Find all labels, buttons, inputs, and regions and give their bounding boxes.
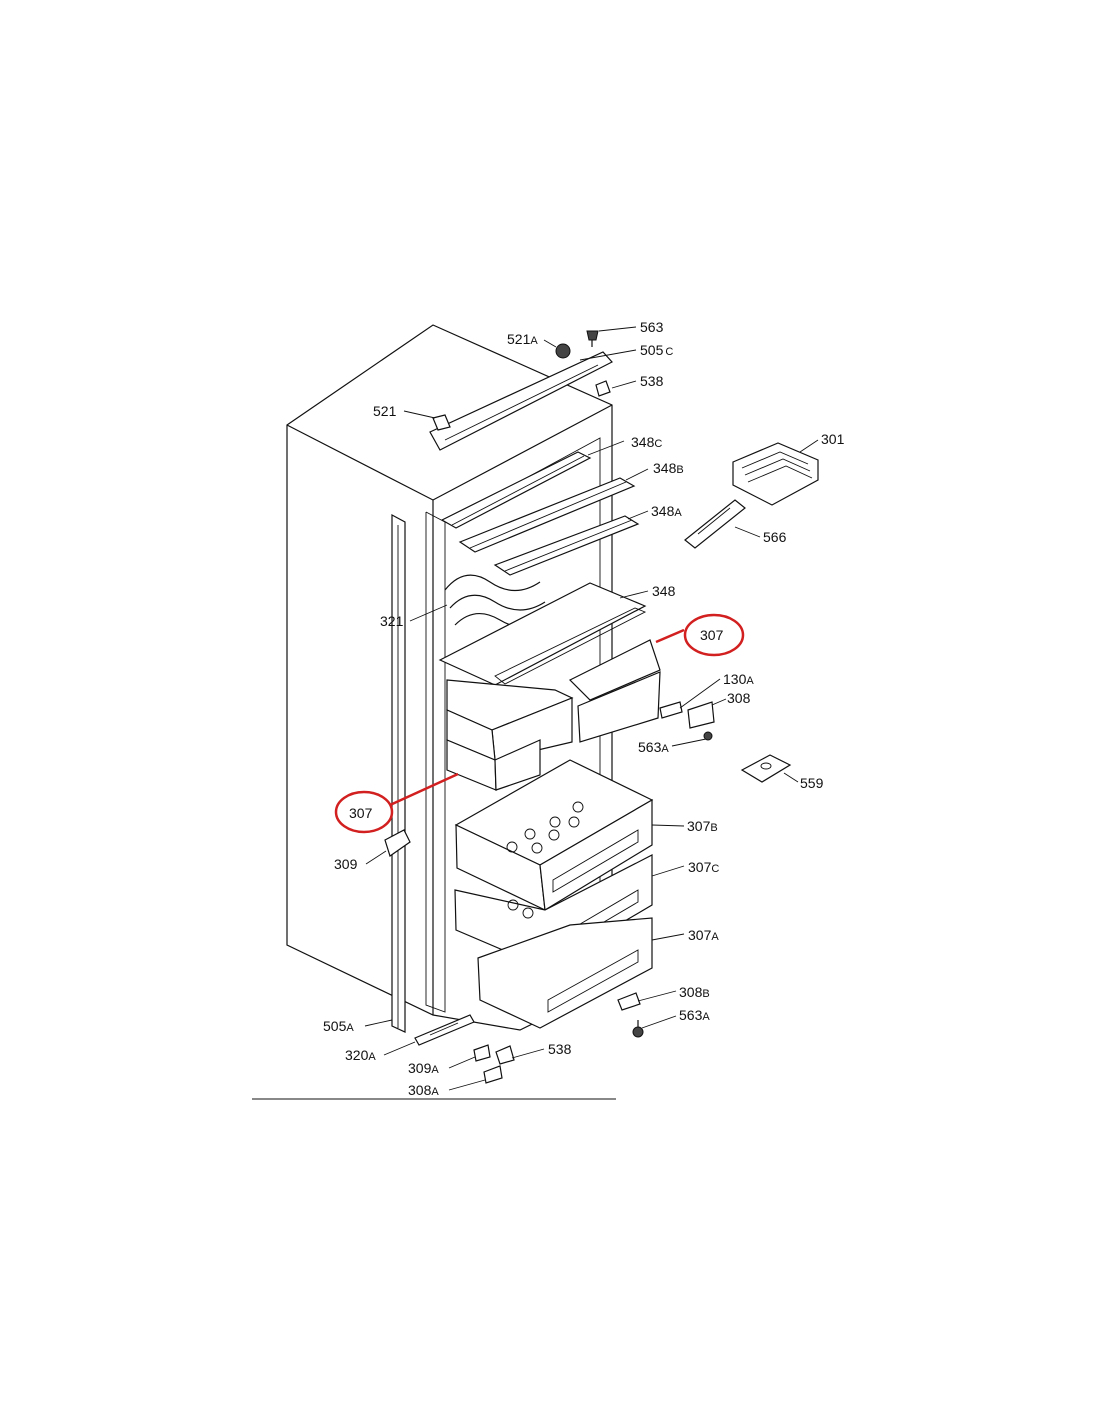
callout-348: 348: [652, 583, 676, 599]
freezer-drawer-307b: [454, 759, 654, 912]
callout-348a: 348: [651, 503, 675, 519]
callout-321: 321: [380, 613, 404, 629]
callout-538-bottom: 538: [548, 1041, 572, 1057]
callout-521: 521: [373, 403, 397, 419]
glass-shelf-348a: [493, 515, 640, 576]
svg-text:566: 566: [763, 529, 787, 545]
svg-text:538: 538: [640, 373, 664, 389]
svg-text:307: 307: [349, 805, 373, 821]
svg-text:348A: 348A: [651, 503, 682, 519]
callout-559: 559: [800, 775, 824, 791]
svg-text:563: 563: [640, 319, 664, 335]
svg-text:309: 309: [334, 856, 358, 872]
ice-cube-tray-301: [732, 442, 819, 506]
callout-348c: 348: [631, 434, 655, 450]
callout-505c: 505: [640, 342, 664, 358]
hinge-308b: [617, 992, 641, 1011]
callout-309: 309: [334, 856, 358, 872]
callout-505a: 505: [323, 1018, 347, 1034]
highlight-pointer-right: [655, 628, 685, 644]
callout-307b: 307: [687, 818, 711, 834]
svg-text:307C: 307C: [688, 859, 719, 875]
callout-538-top: 538: [640, 373, 664, 389]
svg-text:130A: 130A: [723, 671, 754, 687]
svg-text:308: 308: [727, 690, 751, 706]
crisper-drawer-lower: [446, 739, 541, 791]
freezer-drawer-307a: [477, 917, 653, 1029]
ice-scraper-566: [684, 499, 746, 549]
svg-text:563A: 563A: [638, 739, 669, 755]
callout-130a: 130: [723, 671, 747, 687]
glass-shelf-348b: [458, 477, 636, 553]
svg-text:559: 559: [800, 775, 824, 791]
svg-text:307A: 307A: [688, 927, 719, 943]
svg-text:538: 538: [548, 1041, 572, 1057]
highlight-callouts: [334, 613, 745, 834]
door-handle-309: [384, 829, 411, 857]
crisper-drawer-right: [568, 639, 661, 743]
svg-text:320A: 320A: [345, 1047, 376, 1063]
svg-text:563A: 563A: [679, 1007, 710, 1023]
callout-320a: 320: [345, 1047, 369, 1063]
svg-text:308B: 308B: [679, 984, 710, 1000]
svg-text:301: 301: [821, 431, 845, 447]
callout-307c: 307: [688, 859, 712, 875]
svg-text:521A: 521A: [507, 331, 538, 347]
highlight-label-307-right: 307: [700, 627, 724, 643]
hinge-cover-559: [740, 754, 792, 783]
shelf-348: [438, 582, 647, 686]
highlight-circle-right: [683, 613, 745, 657]
callout-521a: 521: [507, 331, 531, 347]
svg-text:505A: 505A: [323, 1018, 354, 1034]
top-hinge-bar-505c: [429, 330, 613, 451]
callout-566: 566: [763, 529, 787, 545]
svg-text:348C: 348C: [631, 434, 662, 450]
callout-308b: 308: [679, 984, 703, 1000]
highlight-circle-left: [334, 790, 394, 834]
svg-text:348: 348: [652, 583, 676, 599]
callout-563a-upper: 563: [638, 739, 662, 755]
svg-text:309A: 309A: [408, 1060, 439, 1076]
callout-301: 301: [821, 431, 845, 447]
svg-text:521: 521: [373, 403, 397, 419]
glass-shelf-348c: [440, 451, 592, 529]
callout-308a: 308: [408, 1082, 432, 1098]
highlight-label-307-left: 307: [349, 805, 373, 821]
svg-text:307B: 307B: [687, 818, 718, 834]
svg-text:307: 307: [700, 627, 724, 643]
svg-text:348B: 348B: [653, 460, 684, 476]
svg-text:321: 321: [380, 613, 404, 629]
bottom-hinge-parts: [473, 1044, 515, 1084]
hinge-plate-320a: [414, 1014, 475, 1046]
callout-309a: 309: [408, 1060, 432, 1076]
svg-text:308A: 308A: [408, 1082, 439, 1098]
screw-563a-lower: [632, 1020, 644, 1038]
leader-lines: [364, 326, 819, 1091]
callout-563: 563: [640, 319, 664, 335]
hinge-308: [687, 701, 715, 741]
callout-563a-lower: 563: [679, 1007, 703, 1023]
highlight-labels: 307 307: [349, 627, 724, 821]
callout-308: 308: [727, 690, 751, 706]
bracket-130a: [659, 701, 683, 719]
highlight-pointer-left: [389, 772, 459, 807]
crisper-drawer-left: [446, 679, 574, 761]
callout-307a: 307: [688, 927, 712, 943]
callout-348b: 348: [653, 460, 677, 476]
